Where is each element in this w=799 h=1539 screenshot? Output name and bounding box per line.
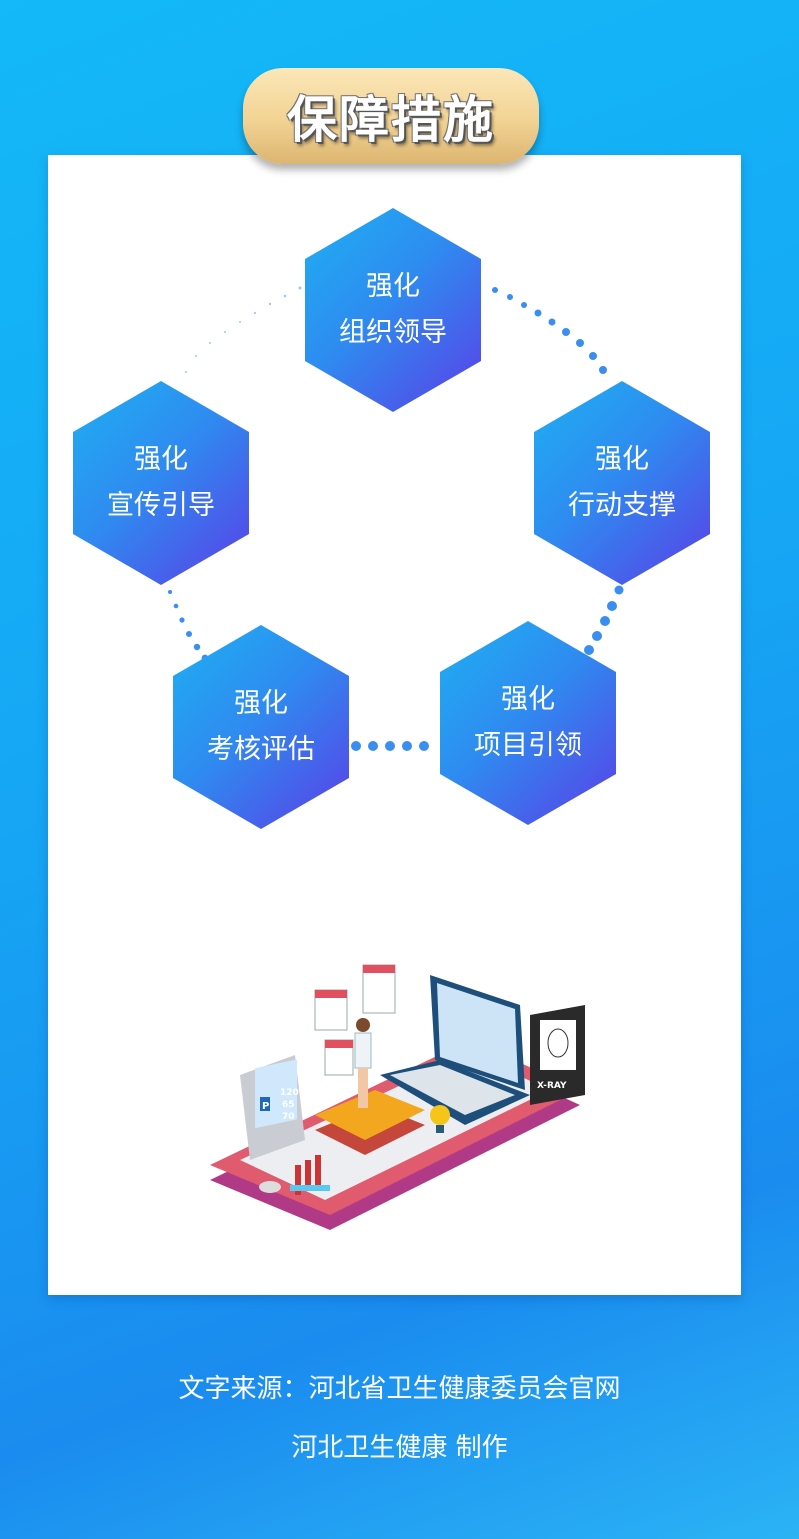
dots-top-left [185,286,302,373]
dots-left [168,590,209,662]
measure-line1: 强化 [234,688,288,719]
bp-monitor: P 120 65 70 [240,1055,305,1160]
charts [314,964,396,1076]
svg-text:P: P [262,1101,269,1112]
lightbulb [430,1105,450,1133]
dots-right [584,585,624,655]
measure-hex-organization: 强化组织领导 [305,208,481,412]
measure-line2: 行动支撑 [568,490,676,521]
books [315,1090,425,1155]
dots-bottom [351,741,429,751]
measure-line2: 宣传引导 [107,490,215,521]
test-tubes [290,1155,330,1195]
measure-line1: 强化 [134,444,188,475]
svg-text:X-RAY: X-RAY [537,1081,567,1091]
doctor-figure [354,1018,372,1108]
credit-text: 河北卫生健康 制作 [291,1433,508,1463]
xray-panel: X-RAY [530,1005,585,1105]
page-title: 保障措施 [287,91,495,149]
dots-top-right [492,287,607,374]
measure-line1: 强化 [366,271,420,302]
svg-text:65: 65 [282,1100,295,1110]
source-text: 文字来源：河北省卫生健康委员会官网 [178,1374,621,1404]
svg-text:70: 70 [282,1112,295,1122]
measure-line2: 考核评估 [207,734,315,765]
svg-text:120: 120 [280,1088,299,1098]
measure-line1: 强化 [501,684,555,715]
title-banner: 保障措施 [243,68,539,164]
measure-line2: 组织领导 [339,317,447,348]
measure-line1: 强化 [595,444,649,475]
measure-line2: 项目引领 [474,730,582,761]
medical-illustration: P 120 65 70 X-RAY [210,964,585,1230]
laptop [380,975,530,1125]
